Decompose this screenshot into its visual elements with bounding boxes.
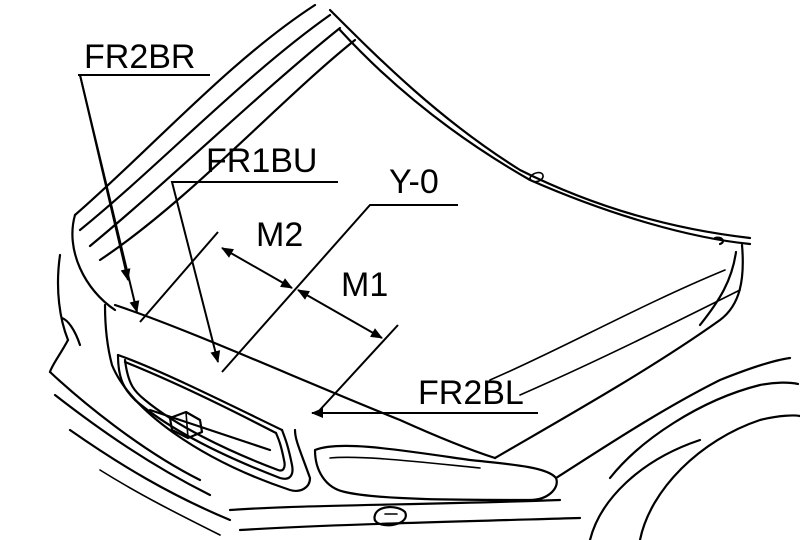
front-left-fascia [48, 253, 232, 536]
m1-label: M1 [341, 266, 388, 304]
right-headlight [313, 444, 558, 502]
hood [71, 3, 752, 460]
label-leaders [78, 74, 538, 418]
fr1bu-arrow [170, 181, 338, 363]
front-bumper [228, 498, 582, 532]
right-fender [554, 356, 800, 540]
m2-dimension-arrow [221, 247, 293, 289]
m2-label: M2 [256, 216, 303, 254]
y0-label: Y-0 [389, 163, 439, 201]
m1-reference-line [317, 324, 399, 413]
fr1bu-label: FR1BU [206, 142, 317, 180]
grille [103, 303, 312, 492]
m1-dimension-arrow [297, 289, 383, 339]
fr2br-label: FR2BR [84, 38, 195, 76]
fr2br-arrow-upper [79, 74, 131, 281]
m2-reference-line [139, 231, 219, 323]
fr2bl-label: FR2BL [418, 374, 524, 412]
measurement-lines [139, 204, 458, 413]
y0-leader-line [221, 204, 458, 373]
labels: FR2BR FR1BU Y-0 M2 M1 FR2BL [84, 38, 524, 412]
car-line-drawing [48, 3, 800, 540]
